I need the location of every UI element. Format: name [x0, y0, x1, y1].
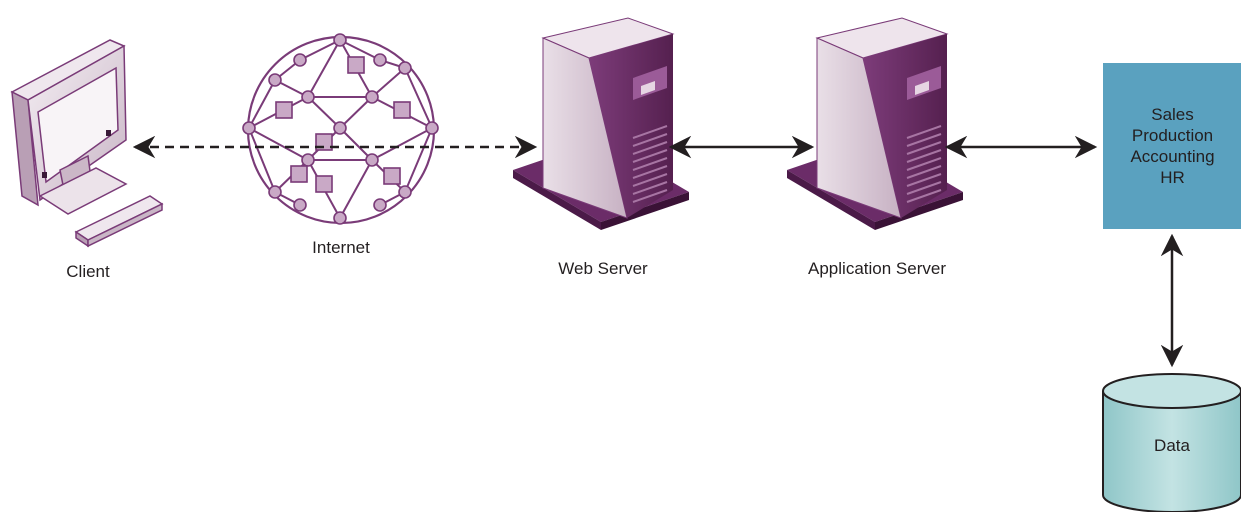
- module-sales: Sales: [1151, 105, 1194, 124]
- application-server-icon: [787, 17, 963, 230]
- module-hr: HR: [1160, 168, 1185, 187]
- application-server-label: Application Server: [808, 259, 946, 278]
- business-modules-box: Sales Production Accounting HR: [1103, 63, 1241, 229]
- module-accounting: Accounting: [1130, 147, 1215, 166]
- client-label: Client: [66, 262, 110, 281]
- web-server-icon: [513, 17, 689, 230]
- web-server-label: Web Server: [558, 259, 648, 278]
- database-icon: [1102, 373, 1241, 512]
- data-label: Data: [1154, 436, 1190, 455]
- internet-label: Internet: [312, 238, 370, 257]
- module-production: Production: [1131, 126, 1214, 145]
- internet-network-icon: [242, 33, 439, 225]
- client-computer-icon: [10, 39, 164, 248]
